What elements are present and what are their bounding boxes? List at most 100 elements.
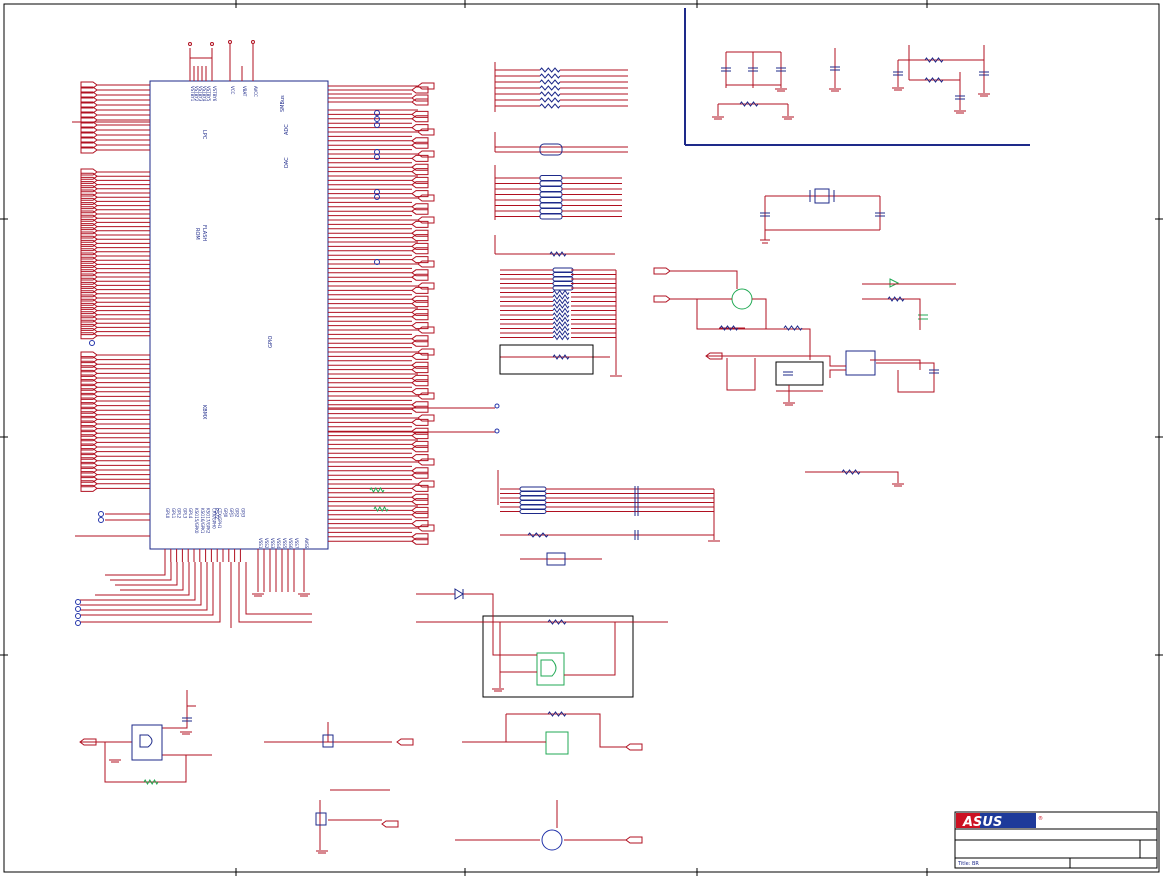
net-label	[411, 256, 429, 264]
net-label	[80, 484, 98, 492]
bottom-pin-label: GPJ1	[229, 508, 234, 518]
bottom-pin-label: KSO17/GPK2	[206, 508, 211, 534]
net-label	[80, 185, 98, 193]
net-label	[411, 234, 429, 242]
bottom-pin-label: VSS7	[294, 538, 299, 549]
test-point	[374, 154, 380, 160]
bottom-pin-label: VSS4	[276, 538, 281, 549]
block-label-kbmx: KBMX	[201, 405, 207, 420]
net-label	[411, 94, 429, 102]
net-label	[417, 326, 435, 334]
net-label	[411, 154, 429, 162]
net-label	[411, 124, 429, 132]
fuse	[546, 552, 566, 566]
net-label	[80, 286, 98, 294]
net-label	[417, 348, 435, 356]
net-label	[80, 315, 98, 323]
net-label	[411, 190, 429, 198]
net-label	[80, 294, 98, 302]
net-label	[80, 176, 98, 184]
net-label	[411, 366, 429, 374]
test-point	[75, 606, 81, 612]
net-label	[80, 235, 98, 243]
top-pin-label: VCC	[230, 86, 235, 95]
net-label	[411, 181, 429, 189]
net-label	[80, 168, 98, 176]
chip-power-taps	[188, 40, 255, 81]
test-point	[374, 122, 380, 128]
chip-left-pins	[72, 84, 150, 537]
net-label	[411, 168, 429, 176]
test-point	[75, 599, 81, 605]
bottom-left-gate	[131, 724, 163, 761]
test-point	[98, 511, 104, 517]
net-label	[417, 128, 435, 136]
net-label	[411, 322, 429, 330]
net-label	[417, 282, 435, 290]
crystal-symbol	[814, 188, 830, 204]
net-label	[80, 252, 98, 260]
net-label	[653, 267, 671, 275]
bottom-pin-label: KSO15/GPK0	[194, 508, 199, 534]
net-label	[653, 295, 671, 303]
net-label	[417, 82, 435, 90]
net-label	[411, 379, 429, 387]
asus-logo: ASUS	[962, 815, 1002, 830]
net-label	[411, 405, 429, 413]
net-label	[411, 454, 429, 462]
bottom-pin-label: VSS2	[264, 538, 269, 549]
bottom-pin-label: GPL3	[182, 508, 187, 519]
net-label	[80, 302, 98, 310]
bottom-pin-label: AVSS	[304, 538, 309, 549]
net-label	[705, 352, 723, 360]
net-label	[80, 197, 98, 205]
top-pin-label: VSTBY6	[212, 86, 217, 102]
net-label	[411, 445, 429, 453]
net-label	[80, 328, 98, 336]
net-label	[417, 458, 435, 466]
net-label	[411, 286, 429, 294]
net-label	[80, 244, 98, 252]
net-label	[80, 210, 98, 218]
net-label	[80, 319, 98, 327]
registered-mark: ®	[1038, 815, 1043, 822]
test-point	[374, 110, 380, 116]
ec-chip-body	[149, 80, 329, 550]
bottom-pin-label: GPJ3	[240, 508, 245, 518]
led-d1	[889, 278, 900, 288]
net-label	[411, 471, 429, 479]
green-components	[536, 278, 928, 851]
net-label	[80, 206, 98, 214]
chip-right-pins	[328, 85, 500, 542]
net-label	[625, 743, 643, 751]
block-label-ps2: PS/2	[213, 508, 219, 519]
net-label	[80, 256, 98, 264]
net-label	[411, 207, 429, 215]
crystal-circuit	[760, 188, 885, 244]
top-pin-label: VSTBY5	[206, 86, 211, 102]
net-label	[411, 300, 429, 308]
bottom-pin-label: GPJ2	[235, 508, 240, 518]
net-label	[80, 290, 98, 298]
bottom-pin-label: GPL4	[188, 508, 193, 519]
top-pin-label: VSTBY2	[194, 86, 199, 102]
net-label	[411, 313, 429, 321]
bottom-pin-label: VSS6	[288, 538, 293, 549]
title-footer: Title: BR	[957, 861, 979, 867]
net-label	[80, 214, 98, 222]
net-label	[80, 265, 98, 273]
net-label	[411, 220, 429, 228]
net-label	[80, 231, 98, 239]
bottom-pin-label: KSO16/GPK1	[200, 508, 205, 534]
top-pin-label: VSTBY1	[190, 86, 195, 102]
net-label	[411, 520, 429, 528]
net-label	[80, 218, 98, 226]
net-label	[417, 524, 435, 532]
test-point	[374, 259, 380, 265]
test-point	[374, 116, 380, 122]
net-label	[80, 193, 98, 201]
